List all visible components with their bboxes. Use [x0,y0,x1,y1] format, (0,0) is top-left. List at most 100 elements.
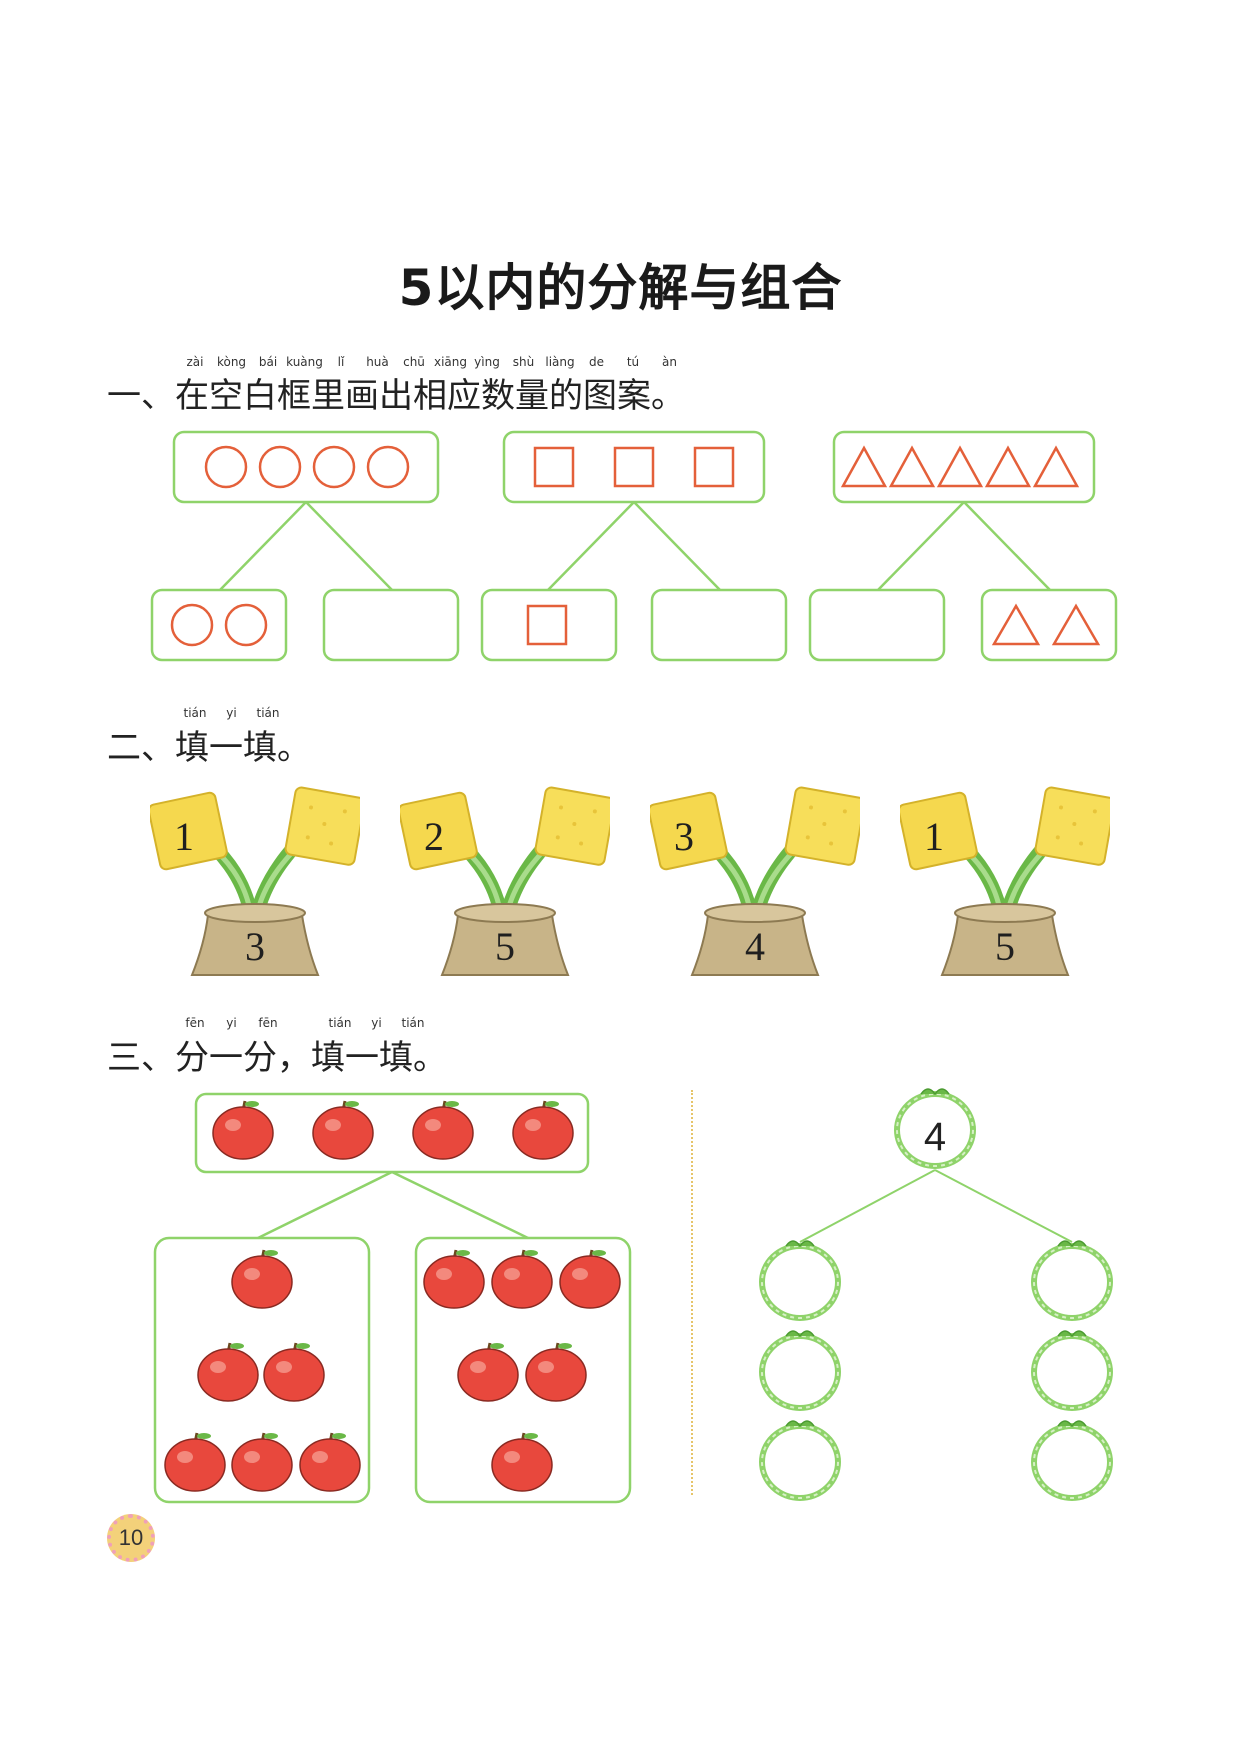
answer-circle[interactable] [759,1240,841,1321]
left-card [400,791,478,871]
pot [690,914,820,976]
apple [412,1100,474,1160]
circle-shape [312,445,356,489]
circle-shape [204,445,248,489]
bottom-box-circles [150,588,288,662]
top-number-circle [894,1088,976,1169]
square-shape [533,446,575,488]
pinyin-syllable: yi [226,706,237,720]
apple [197,1342,259,1402]
answer-circle[interactable] [1031,1330,1113,1411]
pinyin-syllable: tú [626,355,640,369]
number-tree: 4 [759,1088,1113,1501]
apple [263,1342,325,1402]
apple [423,1249,485,1309]
pot-number: 5 [495,924,515,969]
pinyin-syllable: shù [512,355,535,369]
left-card [650,791,728,871]
pinyin-syllable: chū [403,355,425,369]
triangle-shape [936,445,984,488]
pinyin-syllable: fēn [258,1016,278,1030]
bottom-box-triangles [980,588,1118,662]
pinyin-syllable: tián [328,1016,352,1030]
square-shape [613,446,655,488]
square-shape [526,604,568,646]
bottom-box-empty-1 [322,588,460,662]
apple [512,1100,574,1160]
pot [440,914,570,976]
top-box-squares [502,430,766,504]
top-number: 4 [924,1115,946,1159]
page-title: 5以内的分解与组合 [398,259,843,317]
triangle-shape [888,445,936,488]
pinyin-syllable: de [589,355,604,369]
bottom-box-empty-2 [650,588,788,662]
right-card [534,786,610,866]
top-box-triangles [832,430,1096,504]
triangle-shape [1051,603,1101,646]
answer-circle[interactable] [1031,1420,1113,1501]
pinyin-syllable: xiāng [433,355,467,369]
pinyin-syllable: yi [371,1016,382,1030]
apple [525,1342,587,1402]
circle-shape [224,603,268,647]
circle-shape [170,603,214,647]
bottom-box-empty-3 [808,588,946,662]
triangle-shape [840,445,888,488]
pinyin-syllable: tián [256,706,280,720]
pinyin-syllable: yìng [474,355,500,369]
triangle-shape [1032,445,1080,488]
apple [457,1342,519,1402]
pinyin-syllable: kòng [216,355,247,369]
answer-circle[interactable] [759,1330,841,1411]
pot-number: 4 [745,924,765,969]
pot [190,914,320,976]
apple [491,1432,553,1492]
section1-heading: 一、在空白框里画出相应数量的图案。 [107,376,685,416]
circle-shape [366,445,410,489]
apple [559,1249,621,1309]
plant: 34 [650,786,860,976]
pinyin-syllable: zài [186,355,204,369]
top-box-circles [172,430,440,504]
apple-left-box [153,1236,371,1504]
right-card [1034,786,1110,866]
apple-right-box [414,1236,632,1504]
pinyin-syllable: tián [401,1016,425,1030]
apple-diagram [153,1092,632,1504]
plant: 13 [150,786,360,976]
pot-number: 3 [245,924,265,969]
pinyin-syllable: àn [662,355,677,369]
pinyin-syllable: bái [258,355,278,369]
pinyin-syllable: huà [366,355,389,369]
section3-pinyin: fēn yi fēn tián yi tián [178,1016,428,1032]
pot-rim [954,903,1056,923]
pinyin-syllable: fēn [185,1016,205,1030]
pinyin-syllable: liàng [545,355,575,369]
right-card [284,786,360,866]
pot-rim [204,903,306,923]
circle-shape [258,445,302,489]
left-card-number: 2 [424,814,444,859]
right-card [784,786,860,866]
page-number: 10 [107,1514,155,1562]
answer-circle[interactable] [759,1420,841,1501]
apple [212,1100,274,1160]
apple [164,1432,226,1492]
pot-rim [454,903,556,923]
triangle-shape [984,445,1032,488]
apple [491,1249,553,1309]
pot [940,914,1070,976]
pinyin-syllable: kuàng [286,355,323,369]
apple [312,1100,374,1160]
bottom-box-square [480,588,618,662]
square-shape [693,446,735,488]
section3-heading: 三、分一分，填一填。 [107,1038,447,1078]
answer-circle[interactable] [1031,1240,1113,1321]
section1-diagrams [150,430,1118,662]
left-card-number: 1 [924,814,944,859]
pinyin-syllable: yi [226,1016,237,1030]
